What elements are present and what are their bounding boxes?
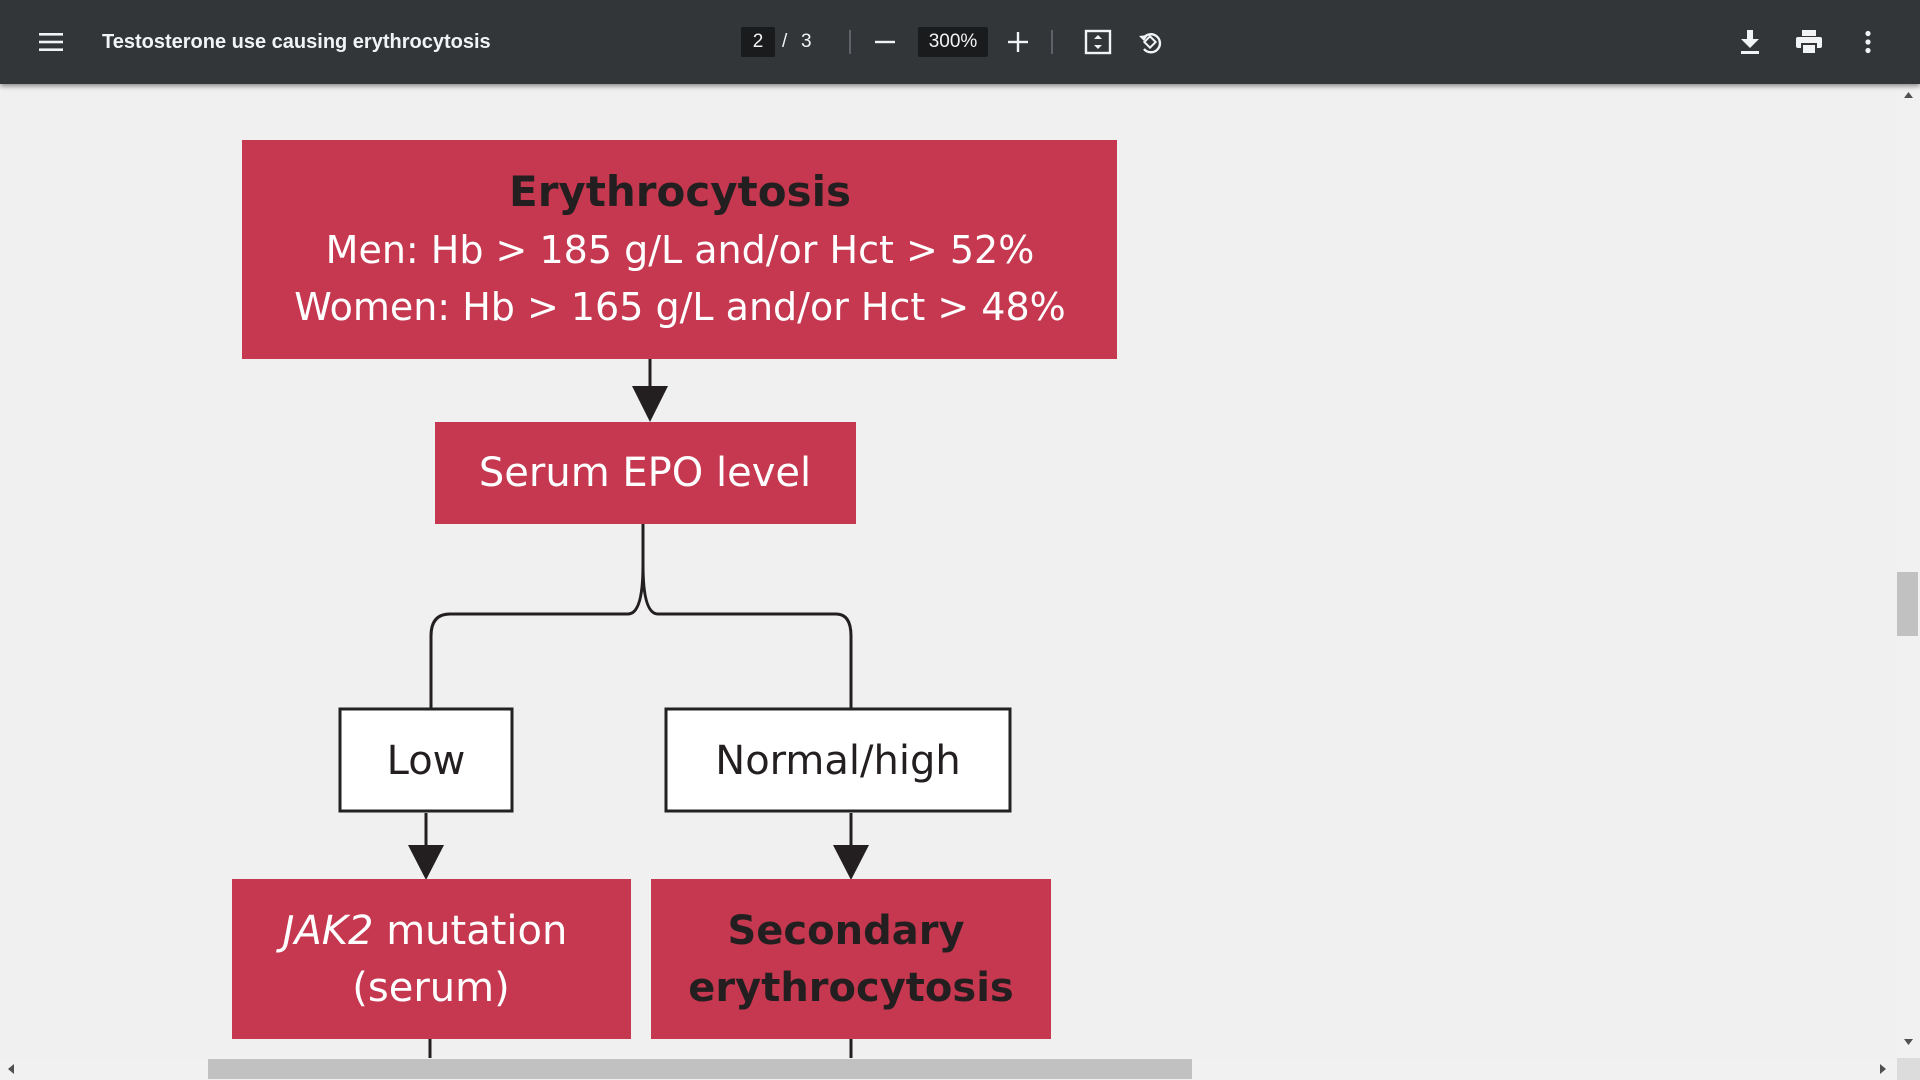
women-criteria: Women: Hb > 165 g/L and/or Hct > 48% (294, 285, 1066, 329)
connector-lines (424, 358, 853, 1058)
flowchart: Erythrocytosis Men: Hb > 185 g/L and/or … (232, 140, 1117, 1058)
scrollbar-corner (1897, 1058, 1920, 1080)
horizontal-scroll-thumb[interactable] (208, 1059, 1192, 1079)
serum-epo-label: Serum EPO level (479, 450, 811, 496)
arrowhead-icon (408, 845, 444, 880)
jak2-mutation-box: JAK2 mutation (serum) (232, 879, 631, 1039)
scroll-up-icon[interactable] (1904, 92, 1913, 98)
total-pages: 3 (801, 31, 812, 52)
jak2-line1: JAK2 mutation (276, 908, 568, 954)
document-title: Testosterone use causing erythrocytosis (102, 31, 491, 53)
fit-page-icon[interactable] (1082, 26, 1114, 58)
jak2-line2: (serum) (352, 965, 509, 1011)
scroll-down-icon[interactable] (1904, 1039, 1913, 1045)
vertical-scroll-thumb[interactable] (1897, 572, 1918, 636)
scroll-right-icon[interactable] (1880, 1064, 1886, 1074)
men-criteria: Men: Hb > 185 g/L and/or Hct > 52% (326, 228, 1035, 272)
arrowhead-icon (833, 845, 869, 880)
page-number-input[interactable]: 2 (741, 27, 775, 57)
vertical-scrollbar[interactable] (1897, 84, 1920, 1058)
erythrocytosis-title: Erythrocytosis (509, 167, 851, 216)
serum-epo-box: Serum EPO level (435, 422, 856, 524)
normal-high-label: Normal/high (715, 738, 960, 784)
toolbar-divider (849, 30, 851, 54)
menu-icon[interactable] (34, 22, 68, 62)
more-vert-icon[interactable] (1854, 24, 1882, 60)
zoom-level-input[interactable]: 300% (918, 27, 988, 57)
download-icon[interactable] (1733, 24, 1767, 60)
plus-icon[interactable] (1003, 27, 1033, 57)
jak2-gene-name: JAK2 (276, 908, 374, 954)
secondary-line2: erythrocytosis (688, 965, 1013, 1011)
scroll-left-icon[interactable] (8, 1064, 14, 1074)
document-viewport[interactable]: Erythrocytosis Men: Hb > 185 g/L and/or … (0, 84, 1897, 1058)
jak2-mutation-text: mutation (373, 908, 567, 954)
print-icon[interactable] (1791, 24, 1827, 60)
minus-icon[interactable] (870, 27, 900, 57)
page-separator: / (782, 31, 788, 52)
low-label: Low (387, 738, 466, 784)
secondary-line1: Secondary (727, 908, 964, 954)
erythrocytosis-box: Erythrocytosis Men: Hb > 185 g/L and/or … (242, 140, 1117, 359)
rotate-icon[interactable] (1134, 26, 1166, 58)
arrowhead-icon (632, 386, 668, 422)
low-box: Low (338, 707, 514, 813)
toolbar-divider (1051, 30, 1053, 54)
secondary-erythrocytosis-box: Secondary erythrocytosis (651, 879, 1051, 1039)
normal-high-box: Normal/high (664, 707, 1012, 813)
pdf-toolbar: Testosterone use causing erythrocytosis … (0, 0, 1920, 84)
